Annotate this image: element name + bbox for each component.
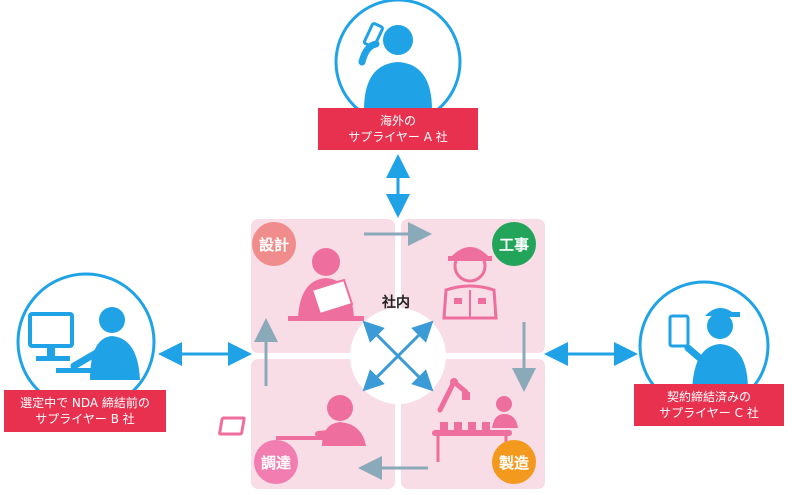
badge-design: 設計 bbox=[252, 222, 296, 266]
center-label: 社内 bbox=[382, 295, 410, 311]
center-cross-arrows bbox=[362, 320, 434, 392]
supplier-c-label-line2: サプライヤー C 社 bbox=[659, 406, 759, 420]
supplier-c-label-line1: 契約締結済みの bbox=[666, 390, 751, 404]
supplier-c-avatar bbox=[638, 280, 770, 412]
designer-at-desk-icon bbox=[288, 248, 364, 321]
badge-manufacturing: 製造 bbox=[492, 440, 536, 484]
supplier-a-label: 海外の サプライヤー A 社 bbox=[318, 108, 478, 150]
person-on-phone-icon bbox=[358, 22, 432, 110]
supplier-a-label-line2: サプライヤー A 社 bbox=[348, 130, 448, 144]
badge-construction: 工事 bbox=[492, 222, 536, 266]
supplier-a-label-line1: 海外の bbox=[379, 114, 416, 128]
supplier-b-label-line2: サプライヤー B 社 bbox=[35, 412, 135, 426]
supplier-b-label: 選定中で NDA 締結前の サプライヤー B 社 bbox=[4, 390, 166, 432]
person-at-computer-icon bbox=[28, 307, 140, 380]
supplier-b-label-line1: 選定中で NDA 締結前の bbox=[20, 396, 150, 410]
worker-with-tablet-icon bbox=[668, 308, 748, 390]
supplier-a-avatar bbox=[334, 0, 462, 126]
supplier-b-avatar bbox=[16, 272, 156, 412]
person-at-laptop-icon bbox=[218, 395, 366, 446]
badge-procurement: 調達 bbox=[254, 440, 298, 484]
supplier-c-label: 契約締結済みの サプライヤー C 社 bbox=[634, 384, 784, 426]
construction-worker-icon bbox=[442, 247, 498, 320]
